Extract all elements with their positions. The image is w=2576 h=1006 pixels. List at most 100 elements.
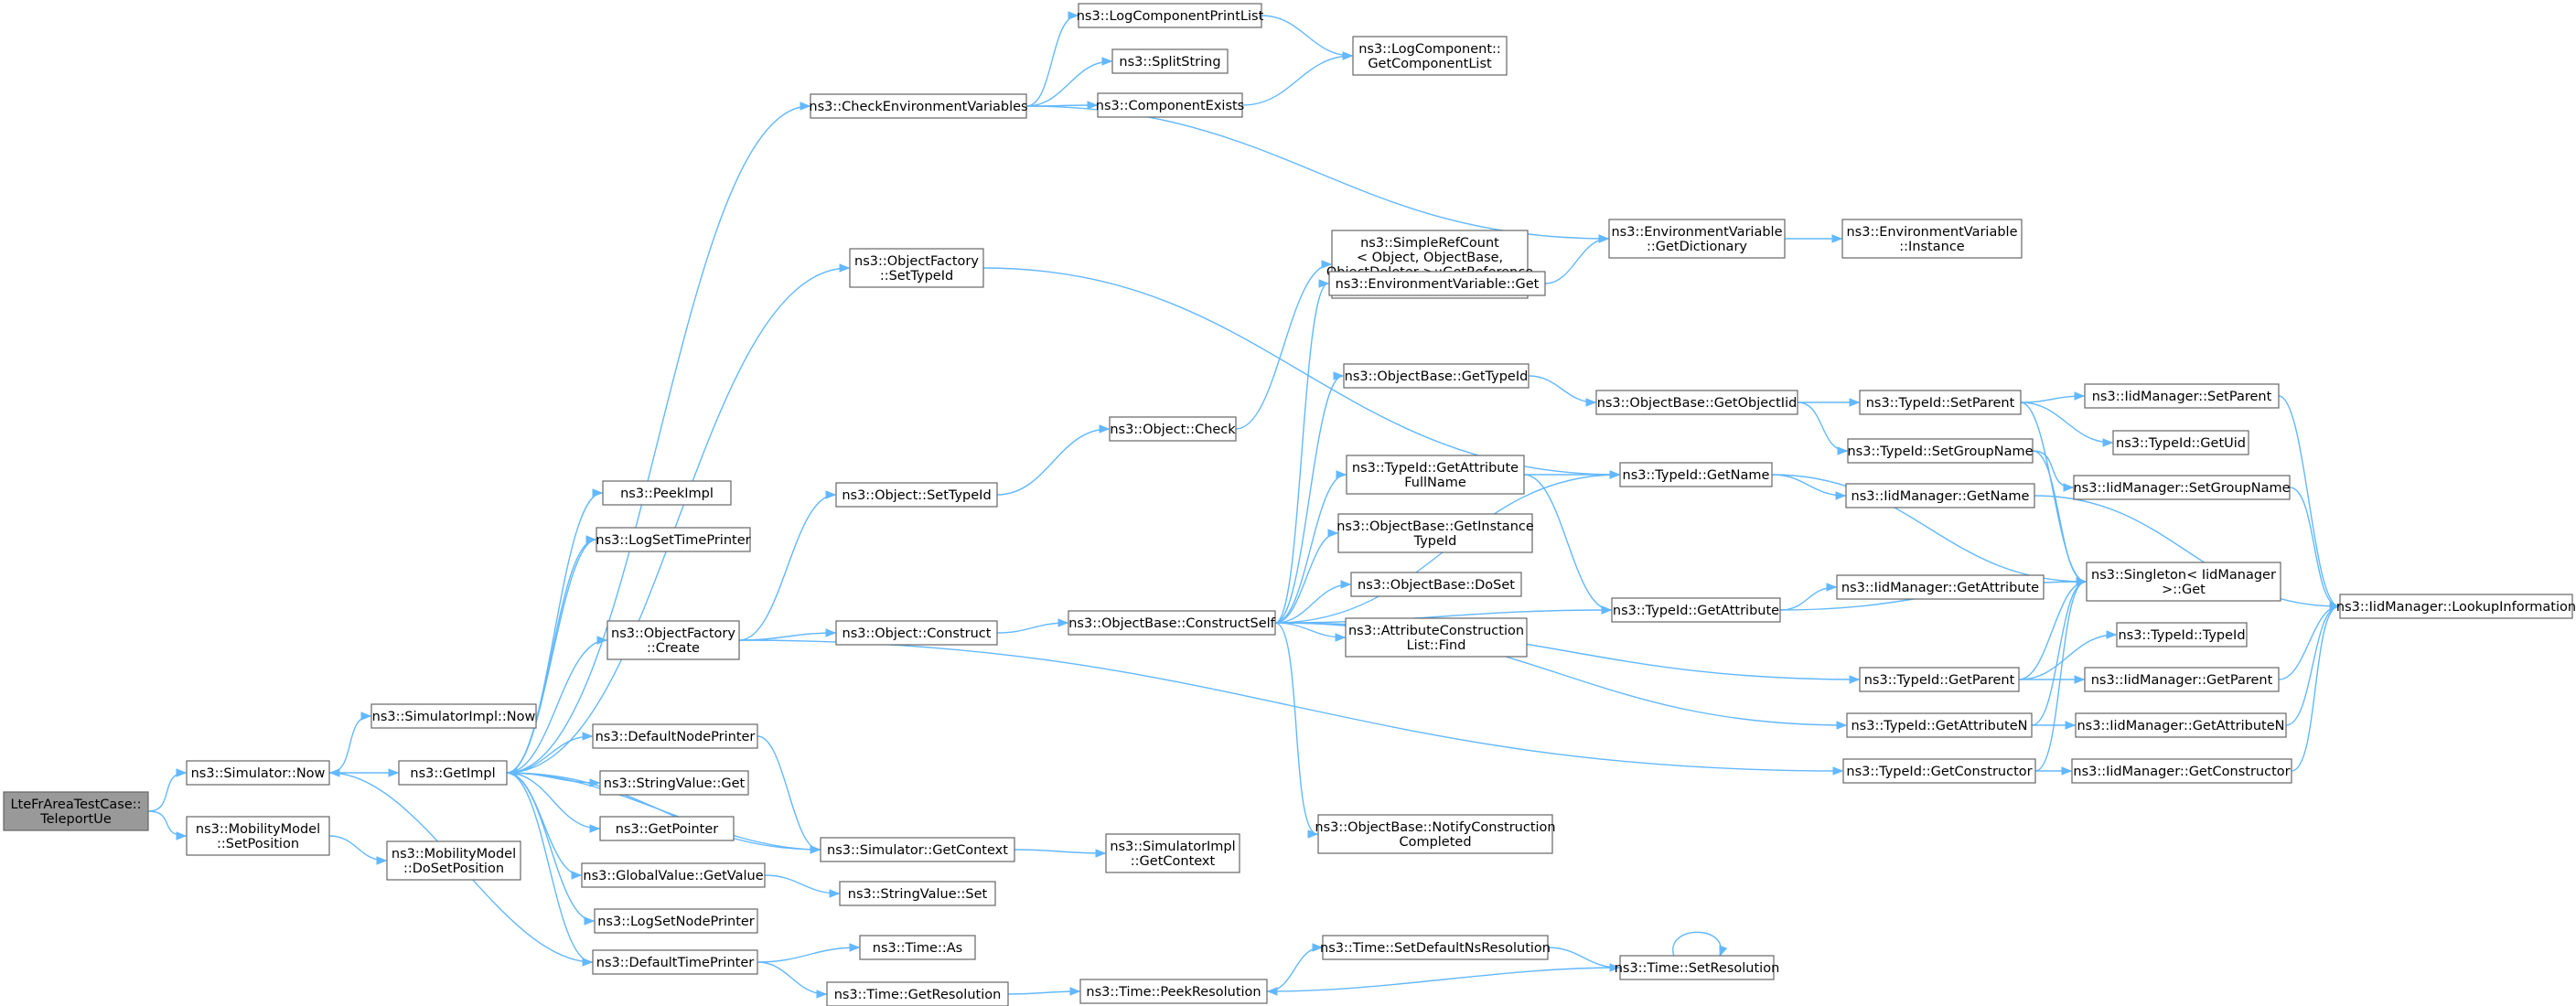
node-global-get-value[interactable]: ns3::GlobalValue::GetValue: [581, 862, 766, 888]
node-box: [1595, 390, 1798, 415]
node-root[interactable]: LteFrAreaTestCase::TeleportUe: [3, 791, 149, 831]
node-ob-notify-constr[interactable]: ns3::ObjectBase::NotifyConstructionCompl…: [1315, 814, 1556, 854]
node-iid-get-name[interactable]: ns3::IidManager::GetName: [1845, 483, 2035, 508]
node-mob-set-pos[interactable]: ns3::MobilityModel::SetPosition: [186, 816, 330, 856]
node-tid-get-constructor[interactable]: ns3::TypeId::GetConstructor: [1842, 758, 2036, 784]
edge-arrowhead: [1342, 51, 1354, 60]
node-label: ns3::StringValue::Get: [604, 776, 746, 791]
node-tid-set-parent[interactable]: ns3::TypeId::SetParent: [1859, 390, 2022, 415]
node-tid-get-parent[interactable]: ns3::TypeId::GetParent: [1859, 667, 2020, 692]
node-ob-get-type-id[interactable]: ns3::ObjectBase::GetTypeId: [1343, 363, 1530, 389]
node-sim-impl-now[interactable]: ns3::SimulatorImpl::Now: [370, 703, 537, 729]
node-tid-get-attribute[interactable]: ns3::TypeId::GetAttribute: [1611, 597, 1781, 623]
node-obj-check[interactable]: ns3::Object::Check: [1109, 416, 1237, 442]
node-sim-now[interactable]: ns3::Simulator::Now: [186, 760, 330, 786]
node-iid-get-attribute-n[interactable]: ns3::IidManager::GetAttributeN: [2075, 712, 2287, 738]
node-str-val-set[interactable]: ns3::StringValue::Set: [839, 881, 996, 906]
node-split-string[interactable]: ns3::SplitString: [1111, 48, 1229, 74]
node-env-var-get[interactable]: ns3::EnvironmentVariable::Get: [1328, 271, 1546, 296]
edge-arrowhead: [1068, 11, 1079, 20]
node-def-time-printer[interactable]: ns3::DefaultTimePrinter: [592, 949, 758, 975]
node-log-set-node[interactable]: ns3::LogSetNodePrinter: [594, 908, 758, 934]
node-label: ns3::TypeId::TypeId: [2118, 628, 2245, 643]
edge-arrowhead: [2102, 438, 2114, 447]
node-label: ns3::GetPointer: [616, 822, 719, 837]
edge-arrowhead: [2063, 483, 2075, 492]
edge-tid-get-parent-to-tid-type-id: [2018, 630, 2118, 680]
node-time-set-def-res[interactable]: ns3::Time::SetDefaultNsResolution: [1320, 935, 1551, 960]
edge-time-peek-res-to-time-set-def-res: [1266, 943, 1324, 992]
node-tid-set-group-name[interactable]: ns3::TypeId::SetGroupName: [1847, 438, 2034, 464]
node-log-comp-print-list[interactable]: ns3::LogComponentPrintList: [1077, 3, 1264, 28]
edge-ob-construct-self-to-ob-notify-constr: [1274, 622, 1319, 839]
edge-arrowhead: [589, 824, 601, 833]
edge-line: [506, 492, 603, 774]
node-def-node-printer[interactable]: ns3::DefaultNodePrinter: [592, 723, 758, 749]
node-ob-do-set[interactable]: ns3::ObjectBase::DoSet: [1350, 572, 1522, 597]
edge-line: [2278, 395, 2340, 607]
node-iid-get-attribute[interactable]: ns3::IidManager::GetAttribute: [1836, 574, 2045, 600]
node-singleton-get[interactable]: ns3::Singleton< IidManager >::Get: [2086, 562, 2281, 602]
node-box: [2112, 430, 2249, 455]
node-of-create[interactable]: ns3::ObjectFactory::Create: [606, 620, 740, 660]
edge-line: [507, 772, 821, 851]
node-tid-get-attribute-n[interactable]: ns3::TypeId::GetAttributeN: [1846, 712, 2033, 738]
node-time-get-res[interactable]: ns3::Time::GetResolution: [826, 981, 1009, 1006]
node-comp-exists[interactable]: ns3::ComponentExists: [1096, 92, 1245, 118]
node-tid-get-uid[interactable]: ns3::TypeId::GetUid: [2112, 430, 2249, 455]
node-obj-set-type-id[interactable]: ns3::Object::SetTypeId: [835, 482, 998, 508]
node-get-impl[interactable]: ns3::GetImpl: [398, 760, 508, 786]
node-sim-get-context[interactable]: ns3::Simulator::GetContext: [820, 837, 1015, 862]
node-label: ns3::LogSetNodePrinter: [597, 915, 755, 929]
node-box: [2071, 758, 2292, 784]
node-ob-get-object-iid[interactable]: ns3::ObjectBase::GetObjectIid: [1595, 390, 1798, 415]
edge-line: [1025, 60, 1112, 107]
node-mob-do-set-pos[interactable]: ns3::MobilityModel::DoSetPosition: [386, 840, 521, 881]
node-ob-construct-self[interactable]: ns3::ObjectBase::ConstructSelf: [1068, 610, 1276, 636]
node-label: ns3::SimulatorImpl::Now: [372, 710, 536, 724]
edge-time-get-res-to-time-peek-res: [1007, 987, 1081, 996]
node-sim-impl-get-context[interactable]: ns3::SimulatorImpl::GetContext: [1105, 833, 1240, 873]
edge-arrowhead: [1095, 849, 1107, 858]
node-obj-construct[interactable]: ns3::Object::Construct: [835, 620, 998, 646]
node-iid-set-group-name[interactable]: ns3::IidManager::SetGroupName: [2073, 475, 2291, 500]
node-tid-get-name[interactable]: ns3::TypeId::GetName: [1619, 462, 1773, 487]
node-label: ns3::IidManager::GetConstructor: [2073, 765, 2290, 779]
edge-line: [506, 735, 593, 774]
node-iid-get-parent[interactable]: ns3::IidManager::GetParent: [2084, 667, 2280, 692]
edge-arrowhead: [2076, 577, 2088, 586]
node-log-comp-get-list[interactable]: ns3::LogComponent::GetComponentList: [1352, 36, 1508, 76]
node-iid-get-constructor[interactable]: ns3::IidManager::GetConstructor: [2071, 758, 2292, 784]
node-env-instance[interactable]: ns3::EnvironmentVariable::Instance: [1841, 219, 2023, 259]
node-env-get-dict[interactable]: ns3::EnvironmentVariable::GetDictionary: [1608, 219, 1786, 259]
node-log-set-time[interactable]: ns3::LogSetTimePrinter: [596, 527, 751, 552]
node-time-set-res[interactable]: ns3::Time::SetResolution: [1615, 955, 1780, 980]
edge-ob-get-type-id-to-ob-get-object-iid: [1528, 375, 1597, 407]
node-iid-set-parent[interactable]: ns3::IidManager::SetParent: [2084, 383, 2280, 409]
node-tid-type-id[interactable]: ns3::TypeId::TypeId: [2116, 622, 2248, 647]
edge-line: [2291, 605, 2340, 772]
node-time-peek-res[interactable]: ns3::Time::PeekResolution: [1079, 979, 1268, 1004]
edge-root-to-sim-now: [147, 768, 188, 812]
edge-line: [1274, 622, 1318, 835]
node-get-pointer[interactable]: ns3::GetPointer: [599, 816, 735, 841]
node-label: ns3::IidManager::GetParent: [2091, 673, 2273, 688]
node-label: ns3::SplitString: [1119, 55, 1220, 70]
node-label: ns3::IidManager::GetAttribute: [1841, 581, 2039, 595]
node-of-set-type-id[interactable]: ns3::ObjectFactory::SetTypeId: [849, 248, 984, 288]
node-check-env[interactable]: ns3::CheckEnvironmentVariables: [809, 93, 1028, 119]
node-label: ::SetPosition: [217, 837, 299, 851]
node-time-as[interactable]: ns3::Time::As: [859, 935, 976, 960]
edge-sim-now-to-sim-impl-now: [328, 712, 372, 774]
node-label: ns3::ObjectFactory: [611, 626, 735, 641]
edge-get-impl-to-get-pointer: [506, 772, 601, 833]
node-peek-impl[interactable]: ns3::PeekImpl: [602, 480, 732, 506]
edge-line: [2034, 495, 2340, 607]
edge-line: [1266, 947, 1323, 992]
node-str-val-get[interactable]: ns3::StringValue::Get: [599, 770, 749, 796]
node-iid-lookup-info[interactable]: ns3::IidManager::LookupInformation: [2336, 594, 2576, 619]
edge-arrowhead: [176, 768, 188, 777]
